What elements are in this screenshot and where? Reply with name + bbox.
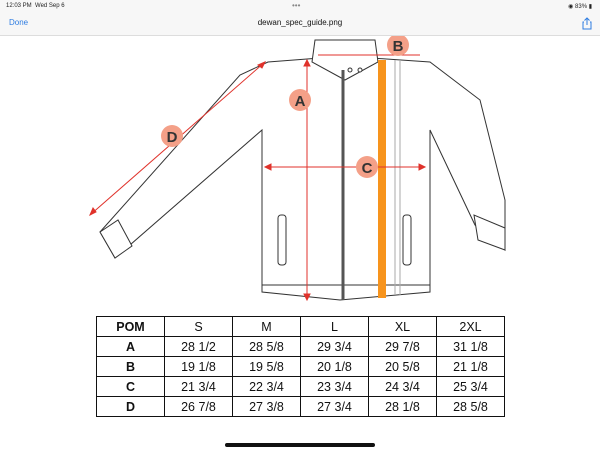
cell: 29 7/8 [368,336,437,357]
status-bar: 12:03 PM Wed Sep 6 ••• ◉ 83% ▮ [0,0,600,14]
cell: 27 3/4 [300,396,369,417]
multitask-dots-icon[interactable]: ••• [292,1,301,10]
cell: D [96,396,165,417]
cell: 19 5/8 [232,356,301,377]
cell: C [96,376,165,397]
home-indicator[interactable] [225,443,375,447]
cell: 28 5/8 [436,396,505,417]
label-a: A [295,93,306,110]
cell: 26 7/8 [164,396,233,417]
header-cell: POM [96,316,165,337]
status-time: 12:03 PM Wed Sep 6 [6,3,65,9]
navigation-bar: Done dewan_spec_guide.png [0,14,600,36]
header-cell: S [164,316,233,337]
jacket-spec-drawing: B A D C [89,36,506,302]
cell: B [96,356,165,377]
document-title: dewan_spec_guide.png [257,18,343,27]
cell: 29 3/4 [300,336,369,357]
cell: 22 3/4 [232,376,301,397]
label-c: C [362,160,373,177]
cell: 24 3/4 [368,376,437,397]
header-cell: L [300,316,369,337]
cell: 31 1/8 [436,336,505,357]
jacket-outline [99,39,506,301]
cell: 28 1/2 [164,336,233,357]
cell: 25 3/4 [436,376,505,397]
cell: 28 1/8 [368,396,437,417]
cell: 27 3/8 [232,396,301,417]
share-icon[interactable] [582,17,592,30]
header-cell: XL [368,316,437,337]
cell: 21 1/8 [436,356,505,377]
wifi-icon: ◉ [568,4,574,10]
cell: 28 5/8 [232,336,301,357]
cell: 20 1/8 [300,356,369,377]
table-header-row: POM S M L XL 2XL [96,316,505,337]
cell: 23 3/4 [300,376,369,397]
label-b: B [393,38,404,55]
done-button[interactable]: Done [9,18,29,27]
header-cell: 2XL [436,316,505,337]
cell: A [96,336,165,357]
cell: 20 5/8 [368,356,437,377]
label-d: D [167,129,178,146]
orange-stripe [378,60,386,298]
cell: 19 1/8 [164,356,233,377]
battery-indicator: ◉ 83% ▮ [568,4,592,10]
header-cell: M [232,316,301,337]
cell: 21 3/4 [164,376,233,397]
